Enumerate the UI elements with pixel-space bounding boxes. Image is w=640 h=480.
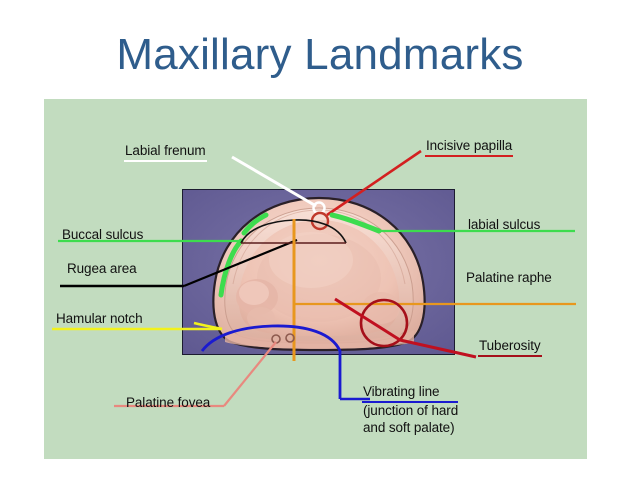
label-labial-frenum-underline xyxy=(124,160,207,163)
right-tuberosity-bulge xyxy=(362,292,400,324)
label-tuberosity-underline xyxy=(478,355,542,358)
label-palatine-raphe: Palatine raphe xyxy=(465,270,553,287)
label-vibrating-line-underline xyxy=(362,401,459,404)
label-incisive-papilla-text: Incisive papilla xyxy=(426,138,513,153)
label-hamular-notch: Hamular notch xyxy=(55,311,144,328)
label-labial-frenum-text: Labial frenum xyxy=(125,143,206,158)
figure-panel: Labial frenum Buccal sulcus Rugea area H… xyxy=(44,99,587,459)
label-vibrating-line-text: Vibrating line xyxy=(363,384,440,399)
label-vibrating-line-sub1: (junction of hard xyxy=(363,403,459,419)
label-rugea-area: Rugea area xyxy=(66,261,138,278)
label-labial-sulcus: labial sulcus xyxy=(467,217,541,234)
label-labial-sulcus-text: labial sulcus xyxy=(468,217,541,232)
label-hamular-notch-text: Hamular notch xyxy=(56,311,143,326)
label-buccal-sulcus-text: Buccal sulcus xyxy=(62,227,144,242)
page-title: Maxillary Landmarks xyxy=(116,30,524,79)
label-incisive-papilla-underline xyxy=(425,155,514,158)
label-tuberosity-text: Tuberosity xyxy=(479,338,541,353)
label-palatine-fovea: Palatine fovea xyxy=(125,395,211,412)
label-vibrating-line: Vibrating line (junction of hard and sof… xyxy=(362,384,458,436)
label-vibrating-line-sub2: and soft palate) xyxy=(363,419,455,435)
label-labial-frenum: Labial frenum xyxy=(124,143,207,163)
label-palatine-fovea-text: Palatine fovea xyxy=(126,395,211,410)
label-palatine-raphe-text: Palatine raphe xyxy=(466,270,552,285)
maxillary-cast-image xyxy=(182,189,455,355)
label-buccal-sulcus: Buccal sulcus xyxy=(61,227,144,244)
label-incisive-papilla: Incisive papilla xyxy=(425,138,514,158)
label-rugea-area-text: Rugea area xyxy=(67,261,137,276)
label-tuberosity: Tuberosity xyxy=(478,338,542,358)
cast-illustration xyxy=(183,190,454,354)
